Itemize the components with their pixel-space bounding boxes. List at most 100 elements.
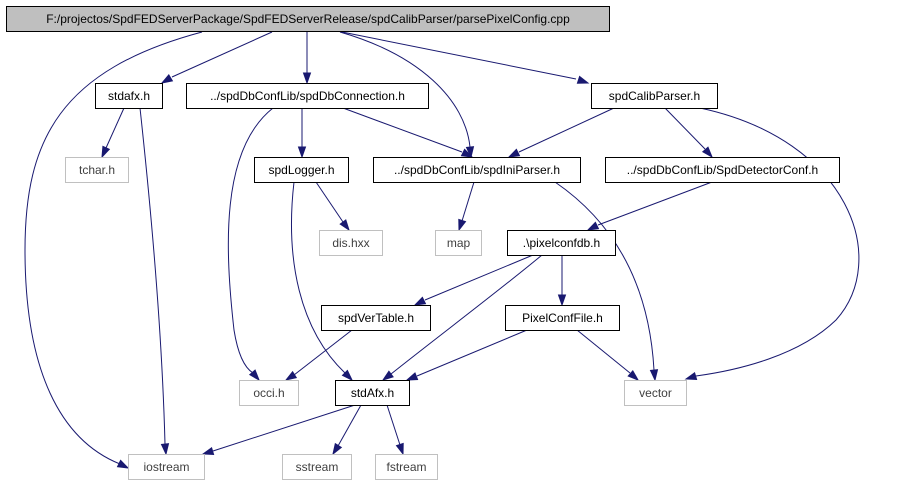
edge-line <box>341 31 577 80</box>
edge-arrowhead <box>395 442 404 456</box>
node-box <box>335 380 410 406</box>
node-iniparser[interactable]: ../spdDbConfLib/spdIniParser.h <box>373 157 581 183</box>
edge-arrowhead <box>302 72 312 85</box>
node-label: fstream <box>386 460 426 474</box>
edge-calibparser-to-detectorconf <box>664 107 714 159</box>
node-box <box>186 83 429 109</box>
node-calibparser[interactable]: spdCalibParser.h <box>591 83 718 109</box>
edge-arrowhead <box>332 442 343 456</box>
node-label: spdCalibParser.h <box>609 89 700 103</box>
edge-logger-to-dishxx <box>315 181 350 232</box>
edge-line <box>342 107 463 153</box>
node-box <box>373 157 581 183</box>
node-fstream: fstream <box>375 454 438 480</box>
edge-pixelconfdb-to-pixelconffile <box>557 255 567 307</box>
node-label: sstream <box>296 460 339 474</box>
node-box <box>624 380 687 406</box>
edge-root-to-iostream <box>24 31 203 469</box>
node-logger[interactable]: spdLogger.h <box>254 157 349 183</box>
node-box <box>375 454 438 480</box>
node-label: .\pixelconfdb.h <box>523 236 600 250</box>
node-label: dis.hxx <box>332 236 369 250</box>
edge-arrowhead <box>160 74 174 84</box>
node-detectorconf[interactable]: ../spdDbConfLib/SpdDetectorConf.h <box>605 157 840 183</box>
edge-line <box>339 31 471 148</box>
node-label: iostream <box>143 460 189 474</box>
edge-root-to-dbconnection <box>302 32 312 85</box>
edge-line <box>24 31 203 465</box>
edge-arrowhead <box>201 446 215 456</box>
edge-line <box>293 329 353 376</box>
edge-line <box>416 329 528 377</box>
node-box <box>435 230 482 256</box>
node-pixelconfdb[interactable]: .\pixelconfdb.h <box>507 230 616 256</box>
edge-logger-to-stdAfx2 <box>291 181 354 382</box>
node-box <box>128 454 205 480</box>
edge-pixelconffile-to-vector <box>576 329 640 382</box>
edge-stdafx_h-to-tchar <box>101 107 125 159</box>
edge-line <box>139 107 166 445</box>
edge-arrowhead <box>701 146 714 159</box>
edge-dbconnection-to-occi <box>227 107 274 382</box>
edge-line <box>695 107 860 377</box>
nodes-layer: F:/projectos/SpdFEDServerPackage/SpdFEDS… <box>6 6 840 480</box>
node-box <box>239 380 299 406</box>
node-box <box>95 83 163 109</box>
edge-arrowhead <box>160 443 170 456</box>
node-stdAfx2[interactable]: stdAfx.h <box>335 380 410 406</box>
edge-arrowhead <box>101 145 111 159</box>
edge-arrowhead <box>465 146 475 159</box>
edge-arrowhead <box>649 369 659 382</box>
node-box <box>505 305 620 331</box>
node-vector: vector <box>624 380 687 406</box>
edge-arrowhead <box>297 146 307 159</box>
edge-pixelconfdb-to-stdAfx2 <box>381 254 543 381</box>
edge-calibparser-to-iniparser <box>507 107 615 158</box>
node-iostream: iostream <box>128 454 205 480</box>
edge-pixelconfdb-to-vertable <box>413 254 534 306</box>
edge-arrowhead <box>116 459 130 469</box>
edge-arrowhead <box>458 218 467 232</box>
edge-line <box>291 181 346 374</box>
edge-root-to-iniparser <box>339 31 475 159</box>
edge-line <box>227 107 274 374</box>
node-dishxx: dis.hxx <box>319 230 383 256</box>
node-box <box>65 157 129 183</box>
edge-pixelconffile-to-stdAfx2 <box>405 329 528 381</box>
node-root[interactable]: F:/projectos/SpdFEDServerPackage/SpdFEDS… <box>6 6 610 32</box>
node-stdafx_h[interactable]: stdafx.h <box>95 83 163 109</box>
node-label: F:/projectos/SpdFEDServerPackage/SpdFEDS… <box>46 12 570 26</box>
node-vertable[interactable]: spdVerTable.h <box>321 305 431 331</box>
edge-line <box>171 31 273 78</box>
edge-dbconnection-to-logger <box>297 108 307 159</box>
edge-root-to-calibparser <box>341 31 590 84</box>
node-label: stdafx.h <box>108 89 150 103</box>
node-box <box>321 305 431 331</box>
node-label: occi.h <box>253 386 284 400</box>
node-box <box>6 6 610 32</box>
edge-detectorconf-to-pixelconfdb <box>586 181 713 231</box>
edge-arrowhead <box>460 148 474 158</box>
node-label: vector <box>639 386 672 400</box>
edge-arrowhead <box>586 221 600 231</box>
edge-line <box>212 404 356 452</box>
node-label: tchar.h <box>79 163 115 177</box>
edge-line <box>597 181 713 226</box>
edges-layer <box>24 31 860 469</box>
edge-line <box>461 181 475 222</box>
node-box <box>282 454 352 480</box>
node-dbconnection[interactable]: ../spdDbConfLib/spdDbConnection.h <box>186 83 429 109</box>
edge-dbconnection-to-iniparser <box>342 107 474 158</box>
edge-line <box>664 107 706 150</box>
edge-iniparser-to-vector <box>554 181 659 382</box>
node-box <box>319 230 383 256</box>
edge-arrowhead <box>413 296 427 306</box>
edge-line <box>576 329 631 374</box>
edge-iniparser-to-map <box>458 181 475 232</box>
edge-line <box>424 254 534 301</box>
edge-arrowhead <box>507 148 521 158</box>
edge-arrowhead <box>405 372 419 381</box>
node-sstream: sstream <box>282 454 352 480</box>
node-box <box>254 157 349 183</box>
node-pixelconffile[interactable]: PixelConfFile.h <box>505 305 620 331</box>
